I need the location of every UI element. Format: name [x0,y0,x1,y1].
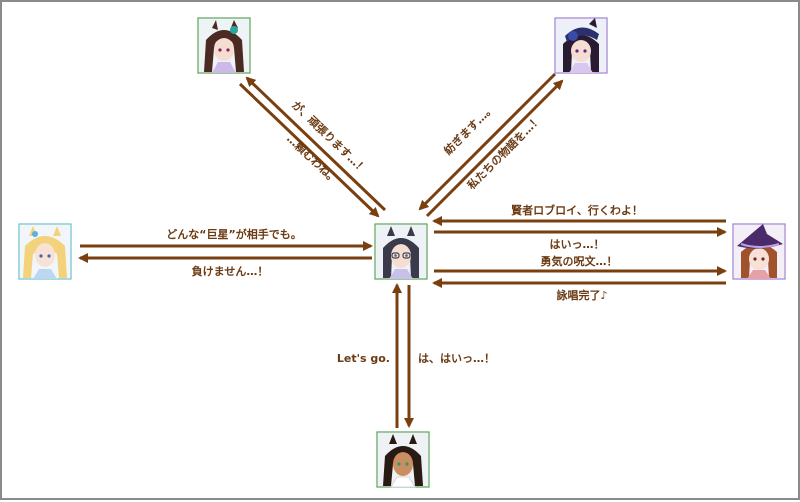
arrow-center-to-top-right [425,79,564,218]
character-top-right-portrait [554,17,608,74]
arrows [78,72,727,428]
label-center-to-right-2: 勇気の呪文…！ [541,254,618,268]
character-bottom-portrait [376,431,430,488]
label-center-to-bottom: は、はいっ…！ [418,352,495,365]
arrow-top-left-to-center [238,82,380,218]
arrow-center-to-top-left [245,76,387,212]
label-center-to-right-1: はいっ…！ [550,238,605,251]
character-right-portrait [732,223,786,280]
label-right-to-center-2: 詠唱完了♪ [556,288,607,302]
label-right-to-center-1: 賢者ロブロイ、行くわよ！ [511,203,643,217]
character-center-portrait [374,223,428,280]
character-left-portrait [18,223,72,280]
label-left-to-center: どんな“巨星”が相手でも。 [166,227,301,241]
label-bottom-to-center: Let's go. [337,352,390,365]
label-top-right-to-center: 紡ぎます…。 [441,101,498,158]
arrow-top-right-to-center [418,72,557,211]
label-top-left-to-center: が、頑張ります…！ [289,98,370,176]
character-top-left-portrait [197,17,251,74]
label-center-to-left: 負けません…！ [192,264,269,278]
